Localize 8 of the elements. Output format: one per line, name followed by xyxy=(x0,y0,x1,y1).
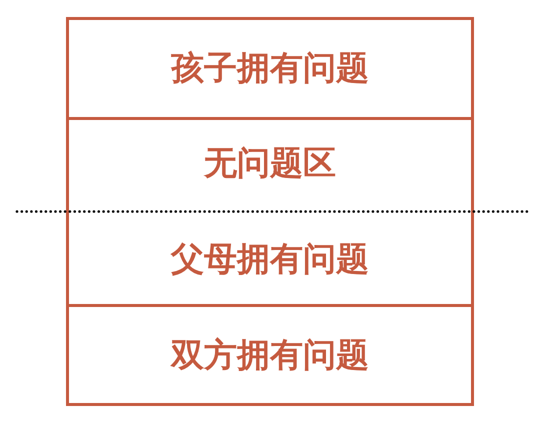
zone-box xyxy=(66,17,474,120)
zone-box xyxy=(66,304,474,406)
zone-label: 父母拥有问题 xyxy=(171,241,369,278)
zone-label: 无问题区 xyxy=(204,145,336,182)
zone-label: 孩子拥有问题 xyxy=(171,50,369,87)
zone-label: 双方拥有问题 xyxy=(171,336,369,374)
zone-box xyxy=(66,120,474,211)
zone-box xyxy=(66,211,474,304)
